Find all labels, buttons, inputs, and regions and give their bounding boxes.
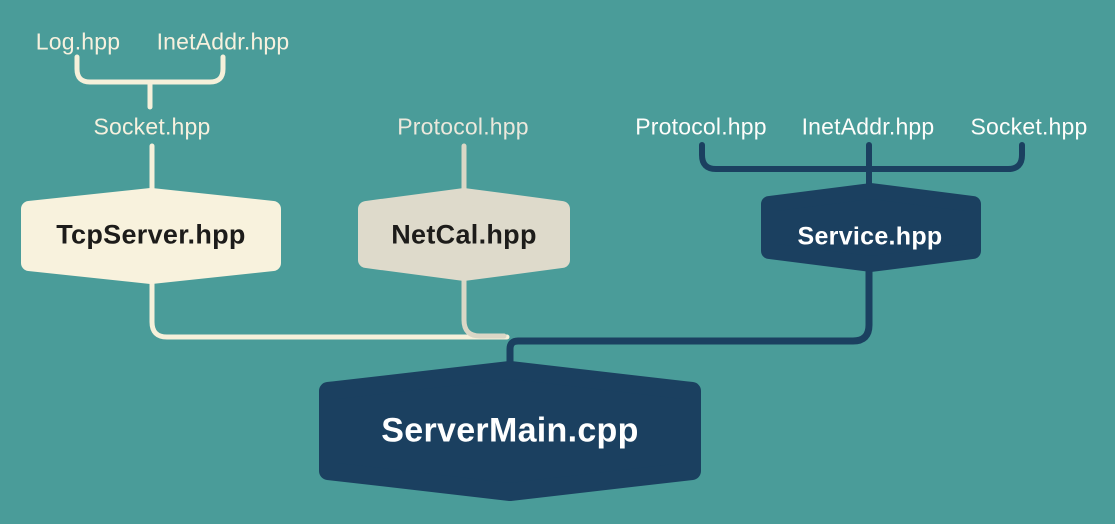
label-inetaddr-hpp-right: InetAddr.hpp xyxy=(801,113,935,140)
label-socket-hpp-right: Socket.hpp xyxy=(970,113,1088,140)
right-headers-bracket xyxy=(699,142,1025,172)
label-inetaddr-hpp-left: InetAddr.hpp xyxy=(156,28,290,55)
netcal-hexagon xyxy=(358,188,570,281)
service-node-label: Service.hpp xyxy=(797,222,943,251)
label-log-hpp: Log.hpp xyxy=(35,28,121,55)
tcpserver-to-servermain-connector xyxy=(149,277,510,340)
servermain-hexagon xyxy=(319,361,701,501)
log-inetaddr-bracket xyxy=(74,54,226,85)
netcal-to-servermain-connector xyxy=(461,275,507,339)
label-protocol-hpp-right: Protocol.hpp xyxy=(635,113,767,140)
tcpserver-node-label: TcpServer.hpp xyxy=(56,219,246,250)
service-to-servermain-connector xyxy=(506,264,873,376)
netcal-node-label: NetCal.hpp xyxy=(391,219,537,250)
label-socket-hpp-left: Socket.hpp xyxy=(93,113,211,140)
service-hexagon xyxy=(761,183,981,272)
label-protocol-hpp-middle: Protocol.hpp xyxy=(397,113,529,140)
servermain-node-label: ServerMain.cpp xyxy=(381,411,639,450)
tcpserver-hexagon xyxy=(21,188,281,284)
